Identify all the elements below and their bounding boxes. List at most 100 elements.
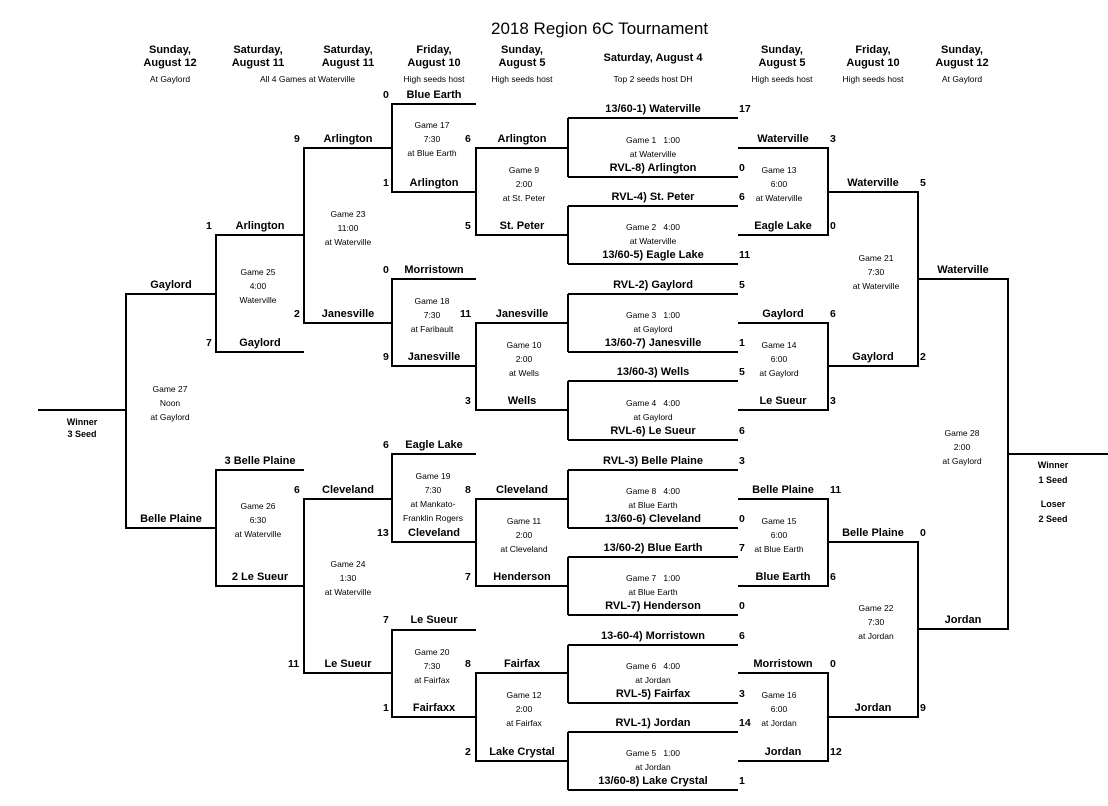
team-label: 13-60-4) Morristown (601, 630, 705, 642)
team-score: 3 (830, 133, 836, 145)
team-label: Jordan (764, 746, 802, 758)
team-label: Eagle Lake (405, 439, 463, 451)
team-score: 12 (830, 746, 842, 758)
team-score: 3 (739, 455, 745, 467)
team-label: Arlington (497, 133, 547, 145)
team-label: Arlington (409, 177, 459, 189)
team-label: Arlington (235, 220, 285, 232)
team-label: RVL-8) Arlington (609, 162, 697, 174)
team-label: Le Sueur (759, 395, 807, 407)
team-label: Gaylord (852, 351, 894, 363)
team-score: 17 (739, 103, 751, 115)
team-score: 9 (383, 351, 389, 363)
column-header-9: Sunday,August 12 (935, 44, 989, 69)
team-score: 6 (739, 191, 745, 203)
team-label: Henderson (493, 571, 551, 583)
team-label: Cleveland (408, 527, 460, 539)
team-label: 13/60-1) Waterville (605, 103, 701, 115)
column-header-2: Saturday,August 11 (231, 44, 285, 69)
team-label: Belle Plaine (140, 513, 202, 525)
team-label: RVL-2) Gaylord (613, 279, 693, 291)
team-score: 1 (739, 337, 745, 349)
team-label: Janesville (407, 351, 461, 363)
page-title: 2018 Region 6C Tournament (491, 19, 709, 38)
team-score: 6 (294, 484, 300, 496)
team-score: 6 (830, 308, 836, 320)
column-note-8: High seeds host (842, 74, 904, 84)
team-score: 1 (383, 177, 389, 189)
team-score: 0 (739, 513, 745, 525)
team-label: RVL-5) Fairfax (615, 688, 691, 700)
team-label: RVL-6) Le Sueur (610, 425, 696, 437)
column-header-7: Sunday,August 5 (758, 44, 806, 69)
team-label: Wells (507, 395, 537, 407)
team-score: 0 (383, 89, 389, 101)
team-label: Cleveland (322, 484, 374, 496)
team-score: 7 (465, 571, 471, 583)
team-score: 0 (920, 527, 926, 539)
team-label: Le Sueur (324, 658, 372, 670)
team-label: Janesville (321, 308, 375, 320)
team-score: 0 (739, 162, 745, 174)
team-score: 11 (460, 308, 472, 320)
column-note-2: All 4 Games at Waterville (259, 74, 356, 84)
column-header-6: Saturday, August 4 (603, 52, 703, 64)
team-score: 6 (739, 425, 745, 437)
team-score: 11 (739, 249, 751, 261)
team-score: 9 (920, 702, 926, 714)
team-score: 11 (830, 484, 842, 496)
team-score: 5 (920, 177, 926, 189)
team-label: Belle Plaine (752, 484, 814, 496)
column-header-4: Friday,August 10 (407, 44, 461, 69)
team-label: St. Peter (499, 220, 545, 232)
team-label: Blue Earth (406, 89, 462, 101)
column-header-8: Friday,August 10 (846, 44, 900, 69)
team-score: 0 (830, 220, 836, 232)
column-note-7: High seeds host (751, 74, 813, 84)
team-score: 6 (739, 630, 745, 642)
column-header-3: Saturday,August 11 (321, 44, 375, 69)
team-label: Morristown (753, 658, 813, 670)
team-label: RVL-7) Henderson (605, 600, 701, 612)
team-score: 0 (383, 264, 389, 276)
team-label: RVL-4) St. Peter (611, 191, 695, 203)
team-label: 13/60-3) Wells (616, 366, 690, 378)
team-score: 1 (383, 702, 389, 714)
team-label: Fairfax (503, 658, 541, 670)
team-score: 0 (830, 658, 836, 670)
team-label: 13/60-8) Lake Crystal (598, 775, 708, 787)
team-label: Waterville (757, 133, 809, 145)
team-score: 7 (206, 337, 212, 349)
team-score: 13 (377, 527, 389, 539)
team-score: 3 (830, 395, 836, 407)
team-label: Eagle Lake (754, 220, 812, 232)
column-note-6: Top 2 seeds host DH (613, 74, 693, 84)
team-score: 6 (465, 133, 471, 145)
team-score: 11 (288, 658, 300, 670)
team-label: Jordan (944, 614, 982, 626)
column-note-9: At Gaylord (941, 74, 983, 84)
team-score: 8 (465, 484, 471, 496)
